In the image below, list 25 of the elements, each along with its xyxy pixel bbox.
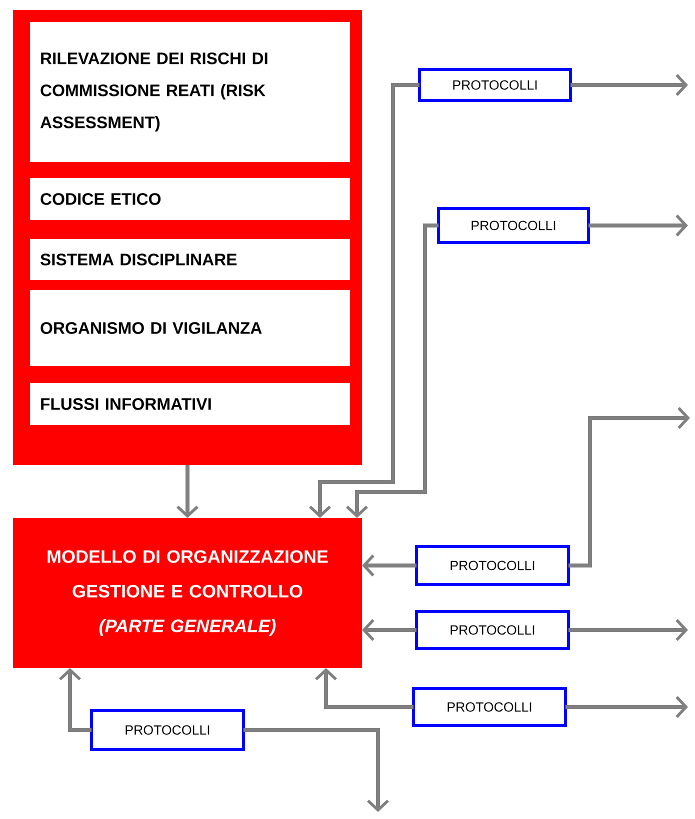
arrow xyxy=(588,214,688,237)
arrow xyxy=(568,619,688,642)
protocol-box: PROTOCOLLI xyxy=(415,610,570,650)
arrow xyxy=(568,407,690,568)
protocol-box: PROTOCOLLI xyxy=(437,207,590,244)
arrow xyxy=(566,696,688,718)
arrow xyxy=(309,83,420,518)
arrow xyxy=(362,619,416,641)
component-box: FLUSSI INFORMATIVI xyxy=(30,383,350,426)
arrow xyxy=(362,554,416,576)
arrow xyxy=(59,668,92,732)
component-box: CODICE ETICO xyxy=(30,178,350,220)
protocol-box: PROTOCOLLI xyxy=(415,545,570,586)
protocol-box: PROTOCOLLI xyxy=(90,709,245,751)
component-box: RILEVAZIONE DEI RISCHI DI COMMISSIONE REATI (RISK ASSESSMENT) xyxy=(30,22,350,162)
arrow xyxy=(346,224,438,518)
protocol-box: PROTOCOLLI xyxy=(412,687,567,727)
arrow xyxy=(315,668,414,709)
component-box: ORGANISMO DI VIGILANZA xyxy=(30,290,350,366)
component-box: SISTEMA DISCIPLINARE xyxy=(30,239,350,280)
arrow xyxy=(570,74,688,96)
model-box: MODELLO DI ORGANIZZAZIONE GESTIONE E CONTROLLO (PARTE GENERALE) xyxy=(13,518,362,668)
arrow xyxy=(244,728,389,812)
arrow xyxy=(176,465,198,518)
protocol-box: PROTOCOLLI xyxy=(418,68,572,102)
